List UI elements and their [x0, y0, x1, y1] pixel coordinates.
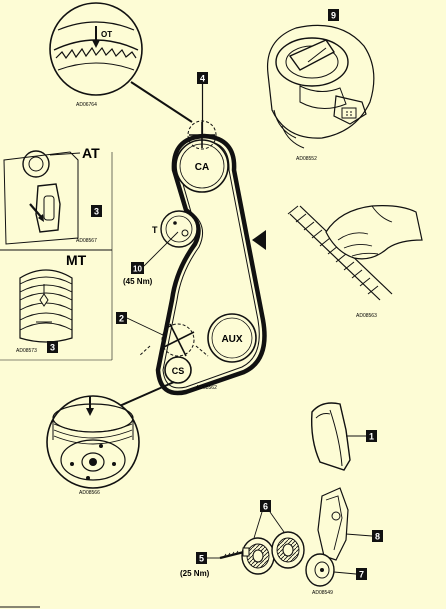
callout-3-mt: 3	[50, 343, 55, 353]
callout-5: 5	[199, 554, 204, 564]
crank-detail-circle	[46, 395, 140, 489]
callout-8: 8	[375, 532, 380, 542]
callout-badge	[372, 530, 383, 542]
figure-code: AD08552	[296, 156, 317, 162]
tensioner-torque: (45 Nm)	[123, 277, 153, 286]
leader-line	[114, 381, 175, 409]
figure-code: AD08562	[196, 385, 217, 391]
callout-7: 7	[359, 570, 364, 580]
mt-label: MT	[66, 252, 87, 268]
callout-4: 4	[200, 74, 205, 84]
tensioner-label: T	[152, 225, 158, 235]
auxiliary-pulley	[207, 313, 257, 363]
figure-code: AD08567	[76, 238, 97, 244]
callout-2: 2	[119, 314, 124, 324]
timing-cover-component: 1	[310, 402, 377, 471]
callout-badge	[47, 341, 58, 353]
callout-badge	[131, 262, 144, 274]
leader-line	[130, 81, 193, 123]
callout-badge	[196, 552, 207, 564]
callout-badge	[197, 72, 208, 84]
timing-pointer	[86, 408, 94, 416]
callout-badge	[116, 312, 127, 324]
callout-badge	[356, 568, 367, 580]
crankshaft-label: CS	[172, 366, 185, 376]
at-label: AT	[82, 145, 100, 161]
components-detail: 8 7 AD08549 6 5 (25 Nm)	[180, 487, 383, 596]
crank-timing-circle	[161, 323, 195, 357]
crankshaft-pulley	[164, 356, 192, 384]
crank-pulley-detail: AD08566	[46, 395, 140, 496]
timing-belt	[155, 133, 267, 396]
connector	[341, 107, 357, 119]
callout-10: 10	[133, 265, 142, 274]
camshaft-label: CA	[195, 162, 209, 173]
auxiliary-label: AUX	[221, 334, 242, 345]
rotor-arm	[288, 39, 336, 71]
camshaft-detail: OT AD06764	[49, 2, 193, 123]
distributor-detail: 9 AD08552	[266, 9, 375, 162]
crank-bolt-torque: (25 Nm)	[180, 569, 210, 578]
sprocket-teeth	[55, 46, 137, 60]
callout-9: 9	[331, 11, 336, 21]
at-flywheel-detail: AT 3 AD08567	[3, 145, 102, 245]
callout-badge	[366, 430, 377, 442]
figure-code: AD08566	[79, 490, 100, 496]
timing-pointer	[29, 203, 43, 219]
callout-1: 1	[369, 432, 374, 442]
belt-check-detail: AD08563	[287, 205, 423, 319]
timing-mark-circle	[187, 120, 217, 150]
belt-teeth	[287, 205, 379, 295]
rotation-direction-arrow	[252, 230, 266, 250]
callout-badge	[328, 9, 339, 21]
figure-code: AD06764	[76, 102, 97, 108]
camshaft-detail-circle	[49, 2, 143, 96]
mt-flywheel-detail: MT 3 AD08573	[16, 252, 87, 354]
figure-code: AD08563	[356, 313, 377, 319]
callout-3: 3	[94, 207, 99, 217]
hand	[325, 205, 423, 260]
figure-code: AD08573	[16, 348, 37, 354]
ot-label: OT	[101, 30, 112, 39]
callout-badge	[91, 205, 102, 217]
callout-badge	[260, 500, 271, 512]
figure-code: AD08549	[312, 590, 333, 596]
callout-6: 6	[263, 502, 268, 512]
belt-layout: CA T AUX CS AD08562	[138, 120, 267, 396]
